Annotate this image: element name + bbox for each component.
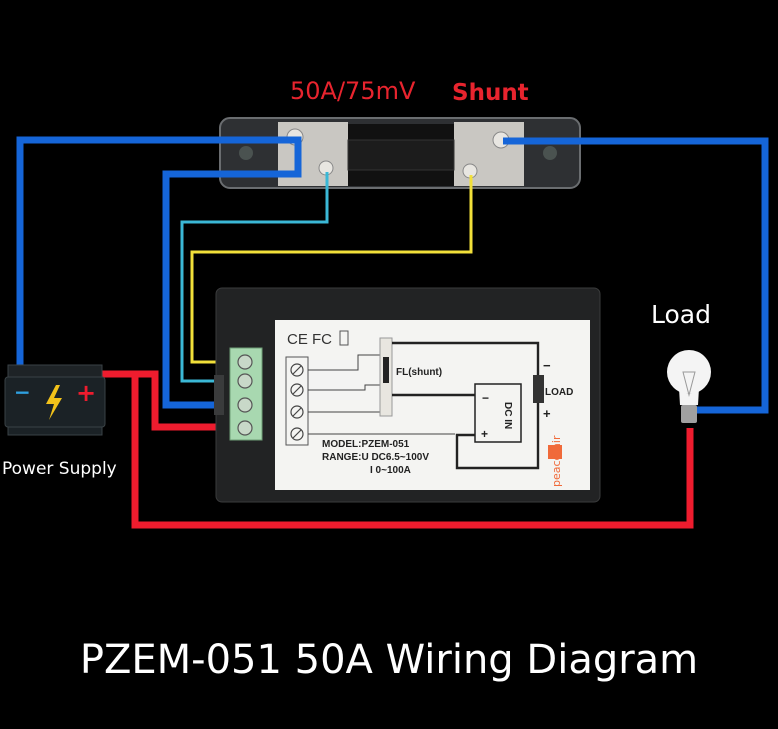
sticker-shunt-element <box>383 357 389 383</box>
dcin-label: DC IN <box>502 402 513 429</box>
shunt-mount-hole-left <box>239 146 253 160</box>
wire-blue-load <box>503 137 769 414</box>
wire-cyan-sense <box>180 172 329 383</box>
sticker-load-label: LOAD <box>545 387 573 398</box>
sticker-terminal-block <box>285 356 309 446</box>
shunt-rating-label: 50A/75mV <box>290 77 416 105</box>
sticker-load-minus: − <box>543 358 551 373</box>
wire-blue-negative <box>16 136 302 409</box>
brand-label: peacefair <box>550 435 563 487</box>
range-line: RANGE:U DC6.5~100V <box>322 452 429 463</box>
battery-icon: − + <box>4 364 106 436</box>
shunt <box>219 117 581 189</box>
lightning-bolt-icon <box>46 385 62 420</box>
current-range-line: I 0~100A <box>370 465 411 476</box>
load-label: Load <box>651 300 711 329</box>
battery-plus-sign: + <box>76 379 96 407</box>
meter-side-clip <box>214 375 224 415</box>
terminal-screw-2 <box>237 373 253 389</box>
sticker-load-plus: + <box>543 406 551 421</box>
cert-marks: CE FC <box>287 331 332 348</box>
power-supply-label: Power Supply <box>2 459 117 479</box>
sticker-dcin-box <box>474 383 522 443</box>
terminal-screw-1 <box>237 354 253 370</box>
battery-minus-sign: − <box>14 380 31 404</box>
fl-shunt-label: FL(shunt) <box>396 367 442 378</box>
shunt-block-right <box>454 122 524 186</box>
wire-red-meter <box>88 370 246 431</box>
bulb-filament <box>682 371 696 397</box>
recycle-bin-icon <box>339 330 349 346</box>
model-line: MODEL:PZEM-051 <box>322 439 410 450</box>
dcin-minus: − <box>482 391 489 405</box>
pzem-meter: CE FC FL(shunt) LOAD − + DC IN <box>214 287 601 503</box>
wire-yellow-sense <box>190 175 473 364</box>
light-bulb-icon <box>667 350 711 423</box>
sticker-load-resistor <box>533 375 544 403</box>
shunt-element-inner <box>347 139 455 171</box>
terminal-screw-4 <box>237 420 253 436</box>
terminal-screw-3 <box>237 397 253 413</box>
battery-base <box>7 426 103 436</box>
wire-red-load <box>131 374 694 529</box>
dcin-plus: + <box>481 427 488 441</box>
peacefair-logo-icon <box>548 445 562 459</box>
battery-top <box>7 364 103 378</box>
shunt-mount-hole-right <box>543 146 557 160</box>
shunt-word-label: Shunt <box>452 80 529 106</box>
bulb-base <box>681 405 697 423</box>
diagram-title: PZEM-051 50A Wiring Diagram <box>80 637 698 683</box>
